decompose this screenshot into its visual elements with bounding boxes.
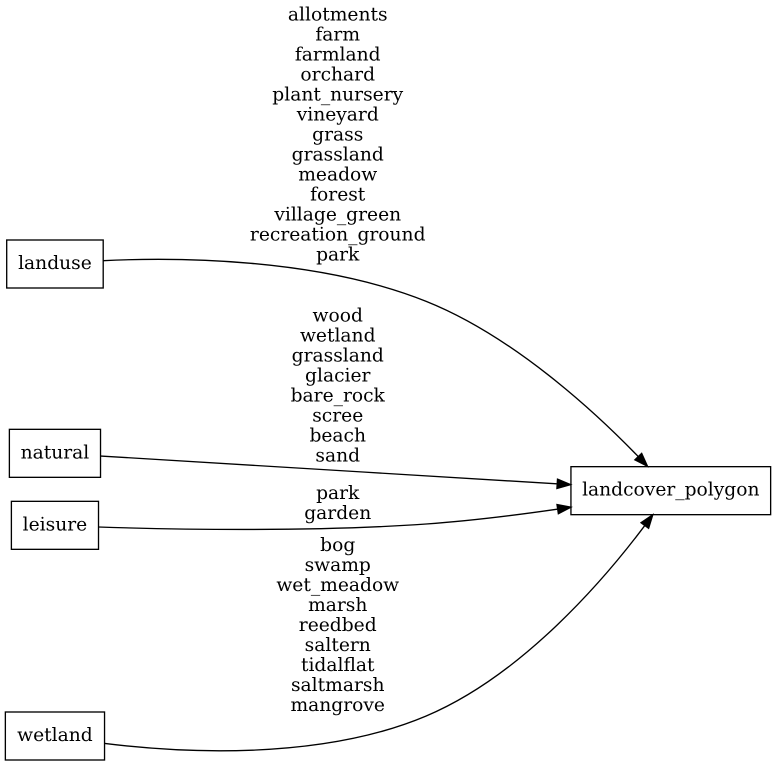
edge-label-line: park [316, 483, 360, 504]
edge-label-line: farm [315, 24, 360, 45]
edge-label-line: park [316, 244, 360, 265]
edge-label-line: village_green [273, 204, 401, 225]
edge-label-line: scree [312, 406, 363, 427]
edge-label-line: vineyard [296, 104, 379, 125]
edge-label-line: wet_meadow [276, 575, 399, 596]
edge-path [104, 525, 646, 752]
edge-label-line: beach [309, 426, 366, 447]
edge-label-line: tidalflat [301, 655, 375, 676]
edge-label-line: grassland [292, 144, 384, 165]
node-box [6, 239, 104, 289]
edge-label-line: marsh [308, 595, 367, 616]
edge-label-line: sand [315, 446, 360, 467]
edge-label-line: saltmarsh [291, 675, 384, 696]
node-label: landuse [18, 253, 92, 274]
edge-label-line: plant_nursery [272, 84, 403, 105]
edge-label-line: forest [310, 184, 366, 205]
node-label: landcover_polygon [582, 480, 759, 501]
edge-label-line: swamp [305, 555, 371, 576]
edge-label-line: orchard [300, 64, 375, 85]
edge-wetland-to-landcover_polygon: bog swamp wet_meadow marsh reedbed salte… [104, 513, 654, 752]
arrowhead-icon [556, 478, 573, 490]
edge-landuse-to-landcover_polygon: allotments farm farmland orchard plant_n… [103, 4, 649, 468]
node-label: leisure [23, 514, 88, 535]
edge-path [98, 508, 558, 531]
node-leisure: leisure [10, 500, 100, 550]
edge-label-line: garden [304, 503, 371, 524]
edge-path [100, 455, 557, 485]
node-box [10, 500, 100, 550]
node-landcover_polygon: landcover_polygon [570, 466, 772, 516]
edge-label-line: bog [320, 535, 355, 556]
edge-label-line: saltern [305, 635, 371, 656]
node-label: wetland [17, 725, 93, 746]
node-box [8, 428, 102, 478]
edge-label-line: meadow [298, 164, 377, 185]
edge-natural-to-landcover_polygon: wood wetland grassland glacier bare_rock… [100, 306, 573, 490]
arrowhead-icon [633, 452, 649, 468]
edge-label-line: mangrove [290, 695, 385, 716]
edge-label-line: wood [313, 306, 363, 327]
edge-label-line: reedbed [299, 615, 377, 636]
edge-label-line: allotments [288, 4, 388, 25]
node-box [4, 711, 106, 761]
edge-label-line: grassland [292, 346, 384, 367]
node-landuse: landuse [6, 239, 104, 289]
edge-label-line: bare_rock [291, 386, 386, 407]
node-wetland: wetland [4, 711, 106, 761]
arrowhead-icon [639, 513, 654, 530]
edge-label-line: glacier [305, 366, 370, 387]
edge-label-line: grass [312, 124, 363, 145]
edge-leisure-to-landcover_polygon: park garden [98, 483, 573, 531]
edge-path [103, 258, 639, 457]
arrowhead-icon [556, 503, 573, 515]
edge-label-line: recreation_ground [250, 224, 426, 245]
node-label: natural [21, 442, 90, 463]
edge-label-line: wetland [300, 326, 376, 347]
node-natural: natural [8, 428, 102, 478]
node-box [570, 466, 772, 516]
edge-label-line: farmland [295, 44, 381, 65]
